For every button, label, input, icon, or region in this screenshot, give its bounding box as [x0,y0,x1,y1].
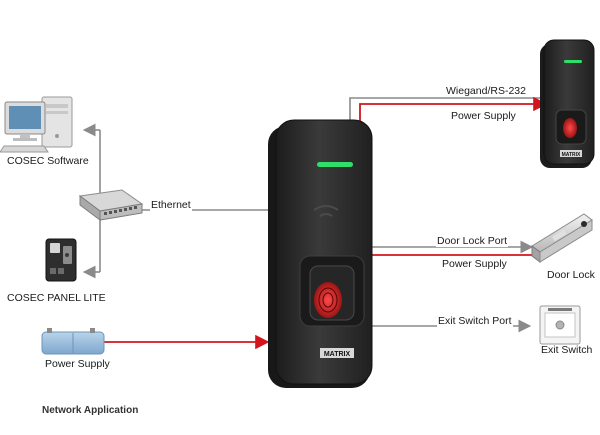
label-power-supply-mid: Power Supply [441,258,508,270]
power-supply-icon [41,328,105,355]
label-cosec-panel-lite: COSEC PANEL LITE [7,292,106,304]
exit-switch-icon [539,305,581,345]
computer-icon [0,96,73,153]
label-power-supply-left: Power Supply [45,358,110,370]
main-reader-brand: MATRIX [324,351,351,358]
main-reader-icon [268,119,373,388]
reader-led-icon [317,162,353,167]
label-door-lock: Door Lock [547,269,595,281]
right-connections [349,96,548,333]
magnetic-lock-icon [531,213,593,263]
label-power-supply-top: Power Supply [450,110,517,122]
label-exit-switch-port: Exit Switch Port [437,315,513,327]
label-wiegand: Wiegand/RS-232 [445,85,527,97]
label-cosec-software: COSEC Software [7,155,89,167]
network-switch-icon [78,189,144,221]
diagram-caption: Network Application [42,405,139,416]
label-ethernet: Ethernet [150,199,192,211]
panel-lite-icon [45,238,77,282]
wiegand-line [349,97,540,122]
fingerprint-sensor-icon [314,282,342,318]
label-door-lock-port: Door Lock Port [436,235,509,247]
small-reader-brand: MATRIX [562,152,581,158]
label-exit-switch: Exit Switch [541,344,593,356]
left-connections [82,123,270,350]
small-reader-icon [540,39,595,168]
